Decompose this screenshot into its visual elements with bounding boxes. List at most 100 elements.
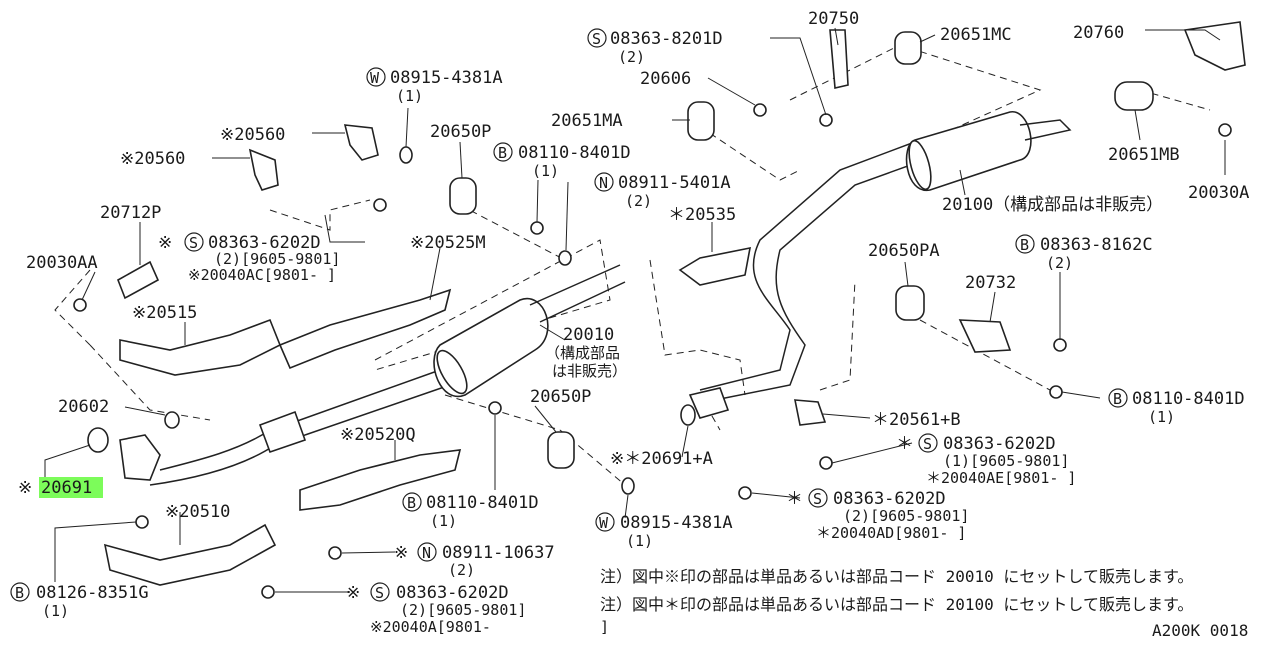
label-08363-8201d-qty: (2) [618, 48, 645, 66]
label-08110-mid: 08110-8401D [426, 493, 539, 513]
label-08911-5401a-qty: (2) [625, 192, 652, 210]
label-08110-top: 08110-8401D [518, 143, 631, 163]
label-20040a-end: ] [600, 618, 609, 636]
label-08110-mid-qty: (1) [430, 512, 457, 530]
kome-mark: ※ [394, 543, 408, 563]
gasket-20602 [164, 411, 180, 429]
kome-mark: ※ [158, 233, 172, 253]
bolt-08363-r1 [819, 456, 833, 470]
label-20100: 20100（構成部品は非販売） [942, 195, 1163, 215]
bracket-20750 [829, 29, 849, 89]
rubber-mount-20651mc [894, 31, 922, 65]
bracket-20712p [117, 260, 160, 300]
b-circle-icon [10, 582, 30, 602]
label-20525m: ※20525M [410, 233, 486, 253]
b-symbol: B [498, 144, 507, 162]
kome-mark: ※ [346, 583, 360, 603]
s-circle-icon [184, 232, 204, 252]
bolt-08363-bot [261, 585, 275, 599]
b-symbol: B [1113, 390, 1122, 408]
b-circle-icon [402, 492, 422, 512]
label-08911-5401a: 08911-5401A [618, 173, 731, 193]
bolt-08126 [135, 515, 149, 529]
label-20535: ＊20535 [668, 205, 736, 225]
rubber-mount-20650pa [895, 285, 925, 321]
label-20030a: 20030A [1188, 183, 1249, 203]
note-line-2: 注）図中＊印の部品は単品あるいは部品コード 20100 にセットして販売します。 [600, 595, 1193, 614]
s-circle-icon [587, 28, 607, 48]
note-line-1: 注）図中※印の部品は単品あるいは部品コード 20010 にセットして販売します。 [600, 567, 1193, 586]
bolt-08110-mid [488, 401, 502, 415]
bracket-20760 [1183, 21, 1246, 71]
label-08110-right: 08110-8401D [1132, 389, 1245, 409]
b-symbol: B [15, 584, 24, 602]
heat-shield-20525m [278, 288, 452, 370]
b-circle-icon [1108, 388, 1128, 408]
clamp-20560-upper [343, 124, 379, 161]
diagram-code: A200K 0018 [1152, 621, 1248, 640]
bolt-20606 [753, 103, 767, 117]
n-symbol: N [599, 174, 608, 192]
label-20520q: ※20520Q [340, 425, 416, 445]
label-08363-8201d: 08363-8201D [610, 29, 723, 49]
label-20010-note1: （構成部品 [545, 344, 620, 362]
washer-08915-top [399, 146, 413, 164]
center-muffler [433, 297, 549, 398]
label-20560-a: ※20560 [220, 125, 285, 145]
part-labels: 20750 20651MC 20760 S 08363-8201D (2) 20… [10, 9, 1249, 640]
heat-shield-20520q [299, 449, 462, 511]
label-20750: 20750 [808, 9, 859, 29]
rubber-mount-20651mb [1114, 81, 1154, 111]
label-20732: 20732 [965, 273, 1016, 293]
label-08363-6202d-r1-sub: (1)[9605-9801] [943, 452, 1069, 470]
label-08126: 08126-8351G [36, 583, 149, 603]
label-08363-6202d-bot: 08363-6202D [396, 583, 509, 603]
label-08915-bot: 08915-4381A [620, 513, 733, 533]
nut-08911-10637 [328, 546, 342, 560]
label-08126-qty: (1) [42, 602, 69, 620]
nut-08911-5401a [558, 250, 572, 266]
label-08915-top: 08915-4381A [390, 68, 503, 88]
label-20651mc: 20651MC [940, 25, 1012, 45]
heat-shield-20535 [678, 246, 752, 286]
n-circle-icon [417, 542, 437, 562]
label-20560-b: ※20560 [120, 149, 185, 169]
bolt-20030a [1218, 123, 1232, 137]
label-08363-6202d-bot-sub: (2)[9605-9801] [400, 601, 526, 619]
label-20691a: ※＊20691+A [610, 449, 713, 469]
label-08110-top-qty: (1) [532, 162, 559, 180]
s-circle-icon [918, 433, 938, 453]
label-08363-8162c: 08363-8162C [1040, 235, 1153, 255]
s-symbol: S [375, 584, 384, 602]
label-20651ma: 20651MA [551, 111, 623, 131]
b-symbol: B [407, 494, 416, 512]
w-symbol: W [599, 514, 609, 532]
bracket-20732 [958, 319, 1012, 353]
label-20650p-mid: 20650P [530, 387, 591, 407]
ast-mark: ＊ [786, 489, 803, 509]
label-08110-right-qty: (1) [1148, 408, 1175, 426]
rubber-mount-20650p-top [449, 177, 477, 215]
label-20040ad: ＊20040AD[9801- ] [816, 524, 966, 542]
label-20650p-top: 20650P [430, 122, 491, 142]
label-20691[interactable]: 20691 [41, 478, 92, 498]
ast-mark: ＊ [896, 434, 913, 454]
n-circle-icon [594, 172, 614, 192]
highlight-20691 [39, 477, 103, 498]
label-20030aa: 20030AA [26, 253, 98, 273]
s-circle-icon [808, 488, 828, 508]
label-08363-6202d-r2: 08363-6202D [833, 489, 946, 509]
b-symbol: B [1020, 236, 1029, 254]
label-08911-10637: 08911-10637 [442, 543, 555, 563]
rear-flange [688, 387, 730, 419]
rubber-mount-20651ma [687, 101, 715, 141]
washer-08915-bot [621, 477, 635, 495]
b-circle-icon [1015, 234, 1035, 254]
gasket-20691 [87, 427, 109, 453]
label-08363-6202d-r2-sub: (2)[9605-9801] [843, 507, 969, 525]
label-08915-bot-qty: (1) [626, 532, 653, 550]
s-symbol: S [592, 30, 601, 48]
label-20510: ※20510 [165, 502, 230, 522]
